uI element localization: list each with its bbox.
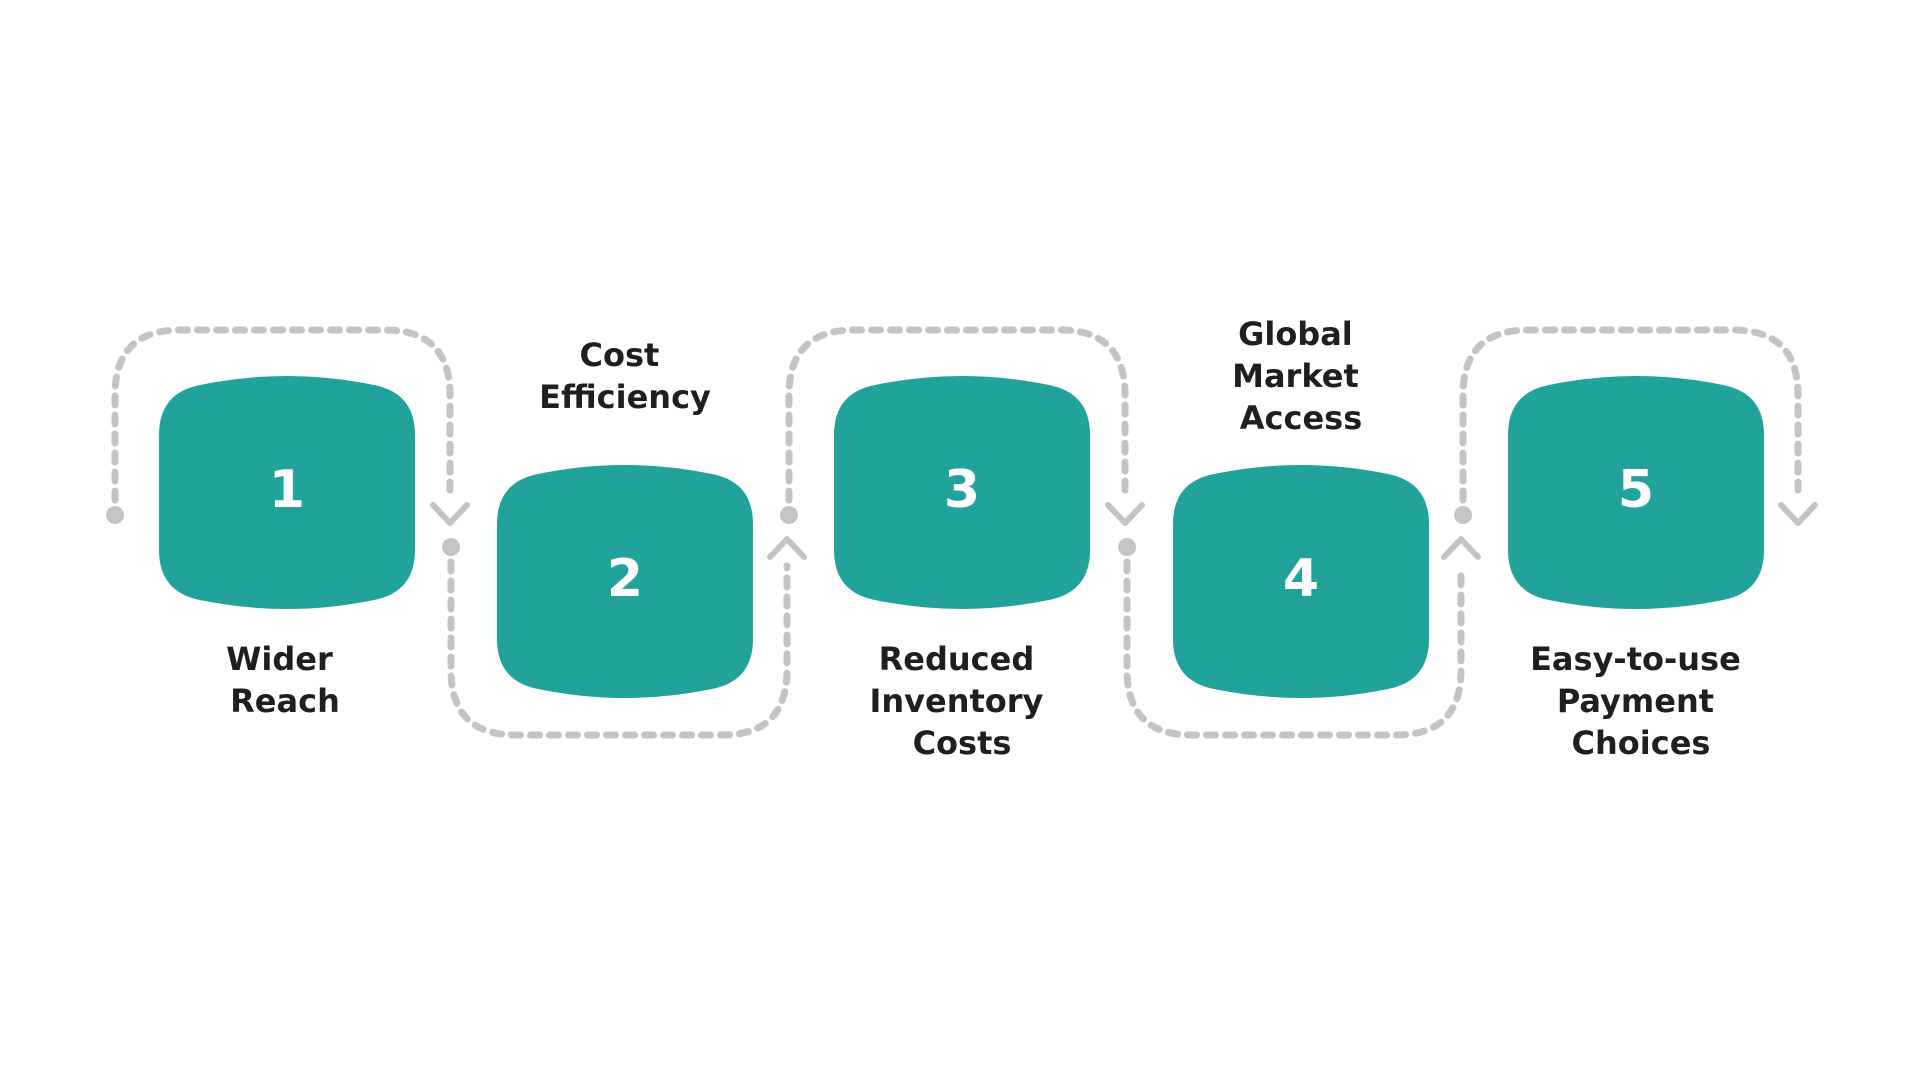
step-label-line: Easy-to-use: [1530, 640, 1741, 678]
arrow-up-icon: [767, 536, 807, 560]
connector-1: [106, 326, 470, 526]
step-label-line: Payment: [1557, 682, 1714, 720]
step-box: [1508, 376, 1764, 609]
connector-arc-bottom: [1123, 558, 1465, 739]
step-box: [159, 376, 415, 609]
step-label-line: Reduced: [879, 640, 1035, 678]
step-box: [834, 376, 1090, 609]
connector-3: [780, 326, 1145, 526]
arrow-down-icon: [1105, 502, 1145, 526]
step-label-line: Access: [1240, 399, 1363, 437]
connector-start-dot: [1118, 538, 1136, 556]
connector-arc-top: [1459, 326, 1802, 504]
step-label-line: Efficiency: [539, 378, 711, 416]
connector-arc-top: [785, 326, 1129, 504]
connector-5: [1454, 326, 1818, 526]
step-2: 2 Cost Efficiency: [497, 336, 753, 698]
connector-arc-top: [111, 326, 454, 504]
step-box: [1173, 465, 1429, 698]
step-1: 1 Wider Reach: [159, 376, 415, 720]
step-label-line: Inventory: [869, 682, 1043, 720]
step-label-line: Choices: [1572, 724, 1711, 762]
step-label-line: Wider: [226, 640, 333, 678]
connector-start-dot: [106, 506, 124, 524]
connector-arc-bottom: [447, 558, 791, 739]
arrow-down-icon: [1778, 502, 1818, 526]
step-number: 1: [269, 460, 305, 520]
step-label: Cost Efficiency: [539, 336, 711, 416]
step-label-line: Global: [1238, 315, 1353, 353]
step-number: 2: [607, 549, 643, 609]
connector-start-dot: [442, 538, 460, 556]
connector-2: [442, 536, 807, 739]
step-label-line: Costs: [913, 724, 1012, 762]
connector-start-dot: [1454, 506, 1472, 524]
step-label: Easy-to-use Payment Choices: [1530, 640, 1752, 762]
step-number: 4: [1283, 549, 1319, 609]
step-label-line: Market: [1232, 357, 1359, 395]
step-number: 5: [1618, 460, 1654, 520]
step-label: Wider Reach: [226, 640, 344, 720]
arrow-down-icon: [430, 502, 470, 526]
step-label: Reduced Inventory Costs: [869, 640, 1054, 762]
step-label-line: Cost: [580, 336, 660, 374]
step-number: 3: [944, 460, 980, 520]
step-4: 4 Global Market Access: [1173, 315, 1429, 698]
arrow-up-icon: [1441, 536, 1481, 560]
connector-start-dot: [780, 506, 798, 524]
connector-4: [1118, 536, 1481, 739]
step-label-line: Reach: [230, 682, 340, 720]
step-label: Global Market Access: [1232, 315, 1370, 437]
step-3: 3 Reduced Inventory Costs: [834, 376, 1090, 762]
step-5: 5 Easy-to-use Payment Choices: [1508, 376, 1764, 762]
step-box: [497, 465, 753, 698]
